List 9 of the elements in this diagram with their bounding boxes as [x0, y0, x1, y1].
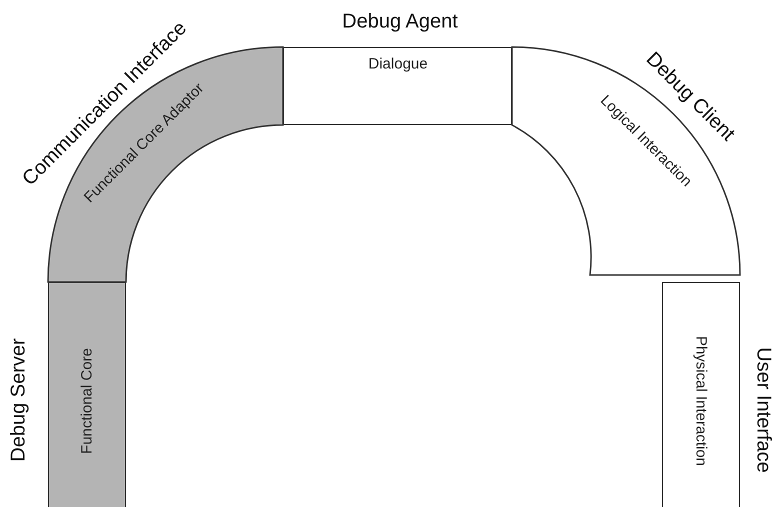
- layer-label: Physical Interaction: [692, 336, 710, 466]
- layer-segment: [48, 282, 126, 507]
- component-label: User Interface: [752, 347, 774, 473]
- layer-label: Functional Core: [78, 348, 96, 454]
- layer-segment: [662, 282, 740, 507]
- component-label: Debug Server: [8, 338, 30, 462]
- layer-label: Dialogue: [368, 56, 428, 72]
- layer-segment: [283, 47, 512, 125]
- component-label: Debug Agent: [342, 10, 458, 34]
